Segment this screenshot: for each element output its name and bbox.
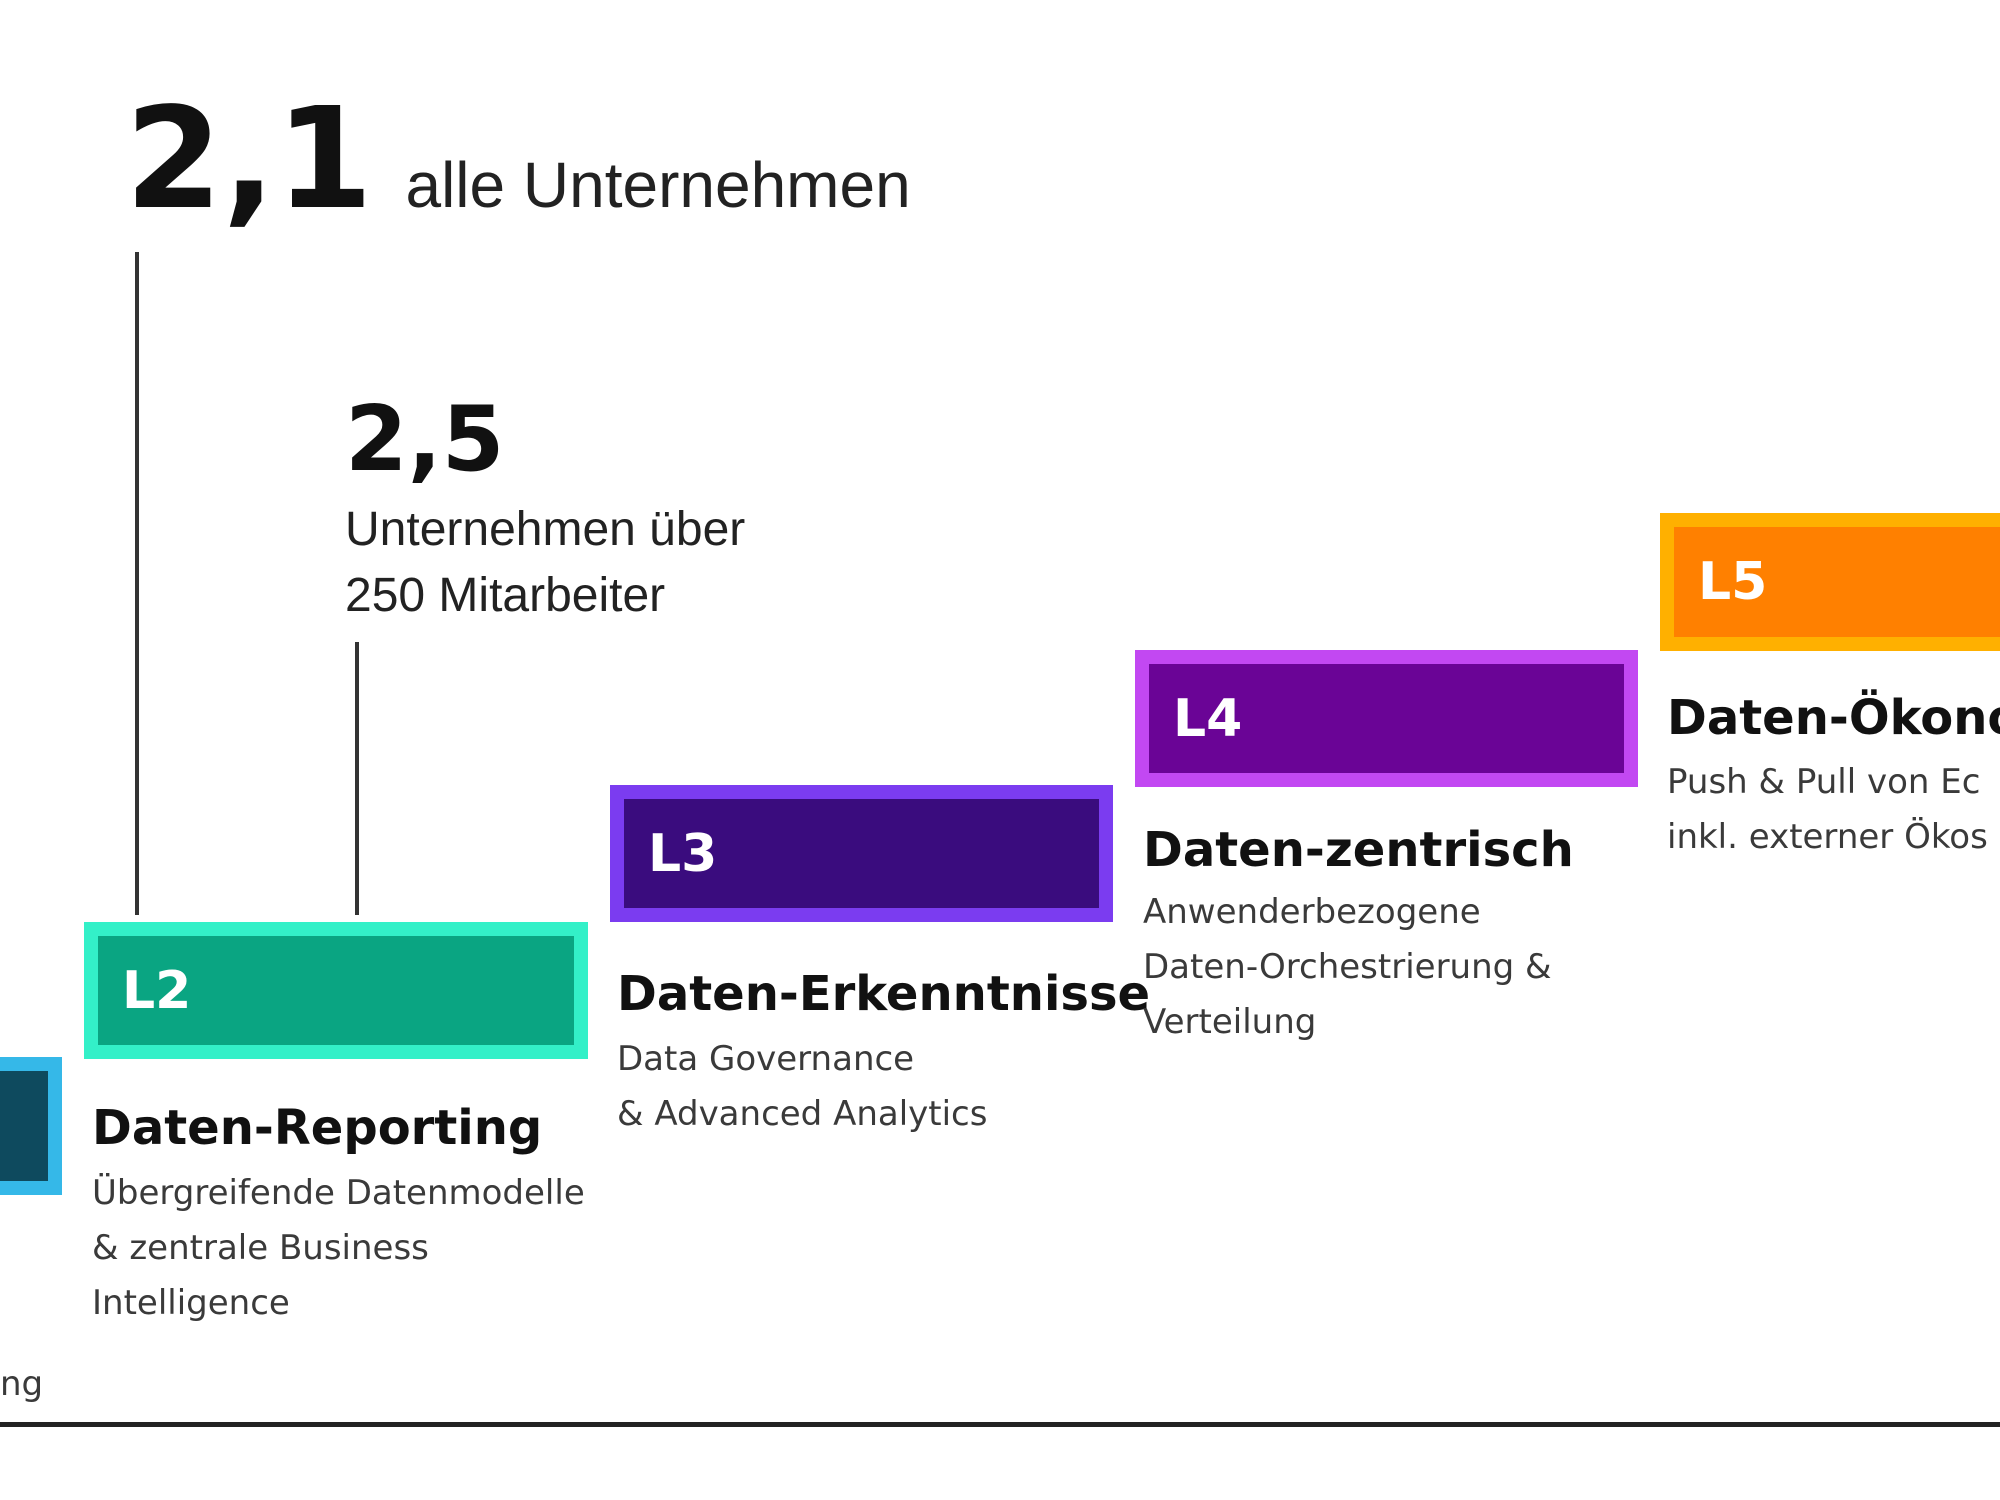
level-l2-desc-line3: Intelligence <box>92 1283 290 1323</box>
level-l3-title: Daten-Erkenntnisse <box>617 966 1151 1022</box>
level-l5-desc-line2: inkl. externer Ökos <box>1667 817 1988 857</box>
level-l3-desc-line1: Data Governance <box>617 1039 915 1079</box>
stat-all-companies: 2,1 alle Unternehmen <box>125 85 911 235</box>
level-l4-desc-line2: Daten-Orchestrierung & <box>1143 947 1552 987</box>
stat-all-leader-line <box>135 252 139 915</box>
level-l5-title: Daten-Ökono <box>1667 690 2000 746</box>
level-l1-desc-line1: ng <box>0 1364 44 1404</box>
level-l4-desc: Anwenderbezogene Daten-Orchestrierung & … <box>1143 885 1552 1050</box>
level-l5-desc: Push & Pull von Ec inkl. externer Ökos <box>1667 755 1988 865</box>
level-l5-code: L5 <box>1698 552 1768 612</box>
level-l2-title: Daten-Reporting <box>92 1100 543 1156</box>
level-l2-desc: Übergreifende Datenmodelle & zentrale Bu… <box>92 1166 585 1331</box>
level-l2-desc-line2: & zentrale Business <box>92 1228 429 1268</box>
level-l3-desc-line2: & Advanced Analytics <box>617 1094 988 1134</box>
stat-large-label: Unternehmen über 250 Mitarbeiter <box>345 497 745 629</box>
baseline <box>0 1422 2000 1427</box>
stat-large-label-line1: Unternehmen über <box>345 503 746 556</box>
stat-large-leader-line <box>355 642 359 915</box>
level-l3-desc: Data Governance & Advanced Analytics <box>617 1032 987 1142</box>
level-block-l5: L5 <box>1660 513 2000 651</box>
level-block-l4: L4 <box>1135 650 1638 787</box>
level-l4-code: L4 <box>1173 688 1243 749</box>
level-l3-code: L3 <box>648 823 718 884</box>
level-l4-title: Daten-zentrisch <box>1143 822 1574 878</box>
level-l2-code: L2 <box>122 960 192 1021</box>
stat-large-value: 2,5 <box>345 387 505 492</box>
stat-large-label-line2: 250 Mitarbeiter <box>345 569 666 622</box>
level-l5-desc-line1: Push & Pull von Ec <box>1667 762 1981 802</box>
level-block-l2: L2 <box>84 922 588 1059</box>
level-block-l1 <box>0 1057 62 1195</box>
level-l2-desc-line1: Übergreifende Datenmodelle <box>92 1173 585 1213</box>
level-l4-desc-line1: Anwenderbezogene <box>1143 892 1481 932</box>
stat-all-value: 2,1 <box>125 78 374 241</box>
level-l4-desc-line3: Verteilung <box>1143 1002 1317 1042</box>
stat-all-label: alle Unternehmen <box>405 149 911 221</box>
level-block-l3: L3 <box>610 785 1113 922</box>
